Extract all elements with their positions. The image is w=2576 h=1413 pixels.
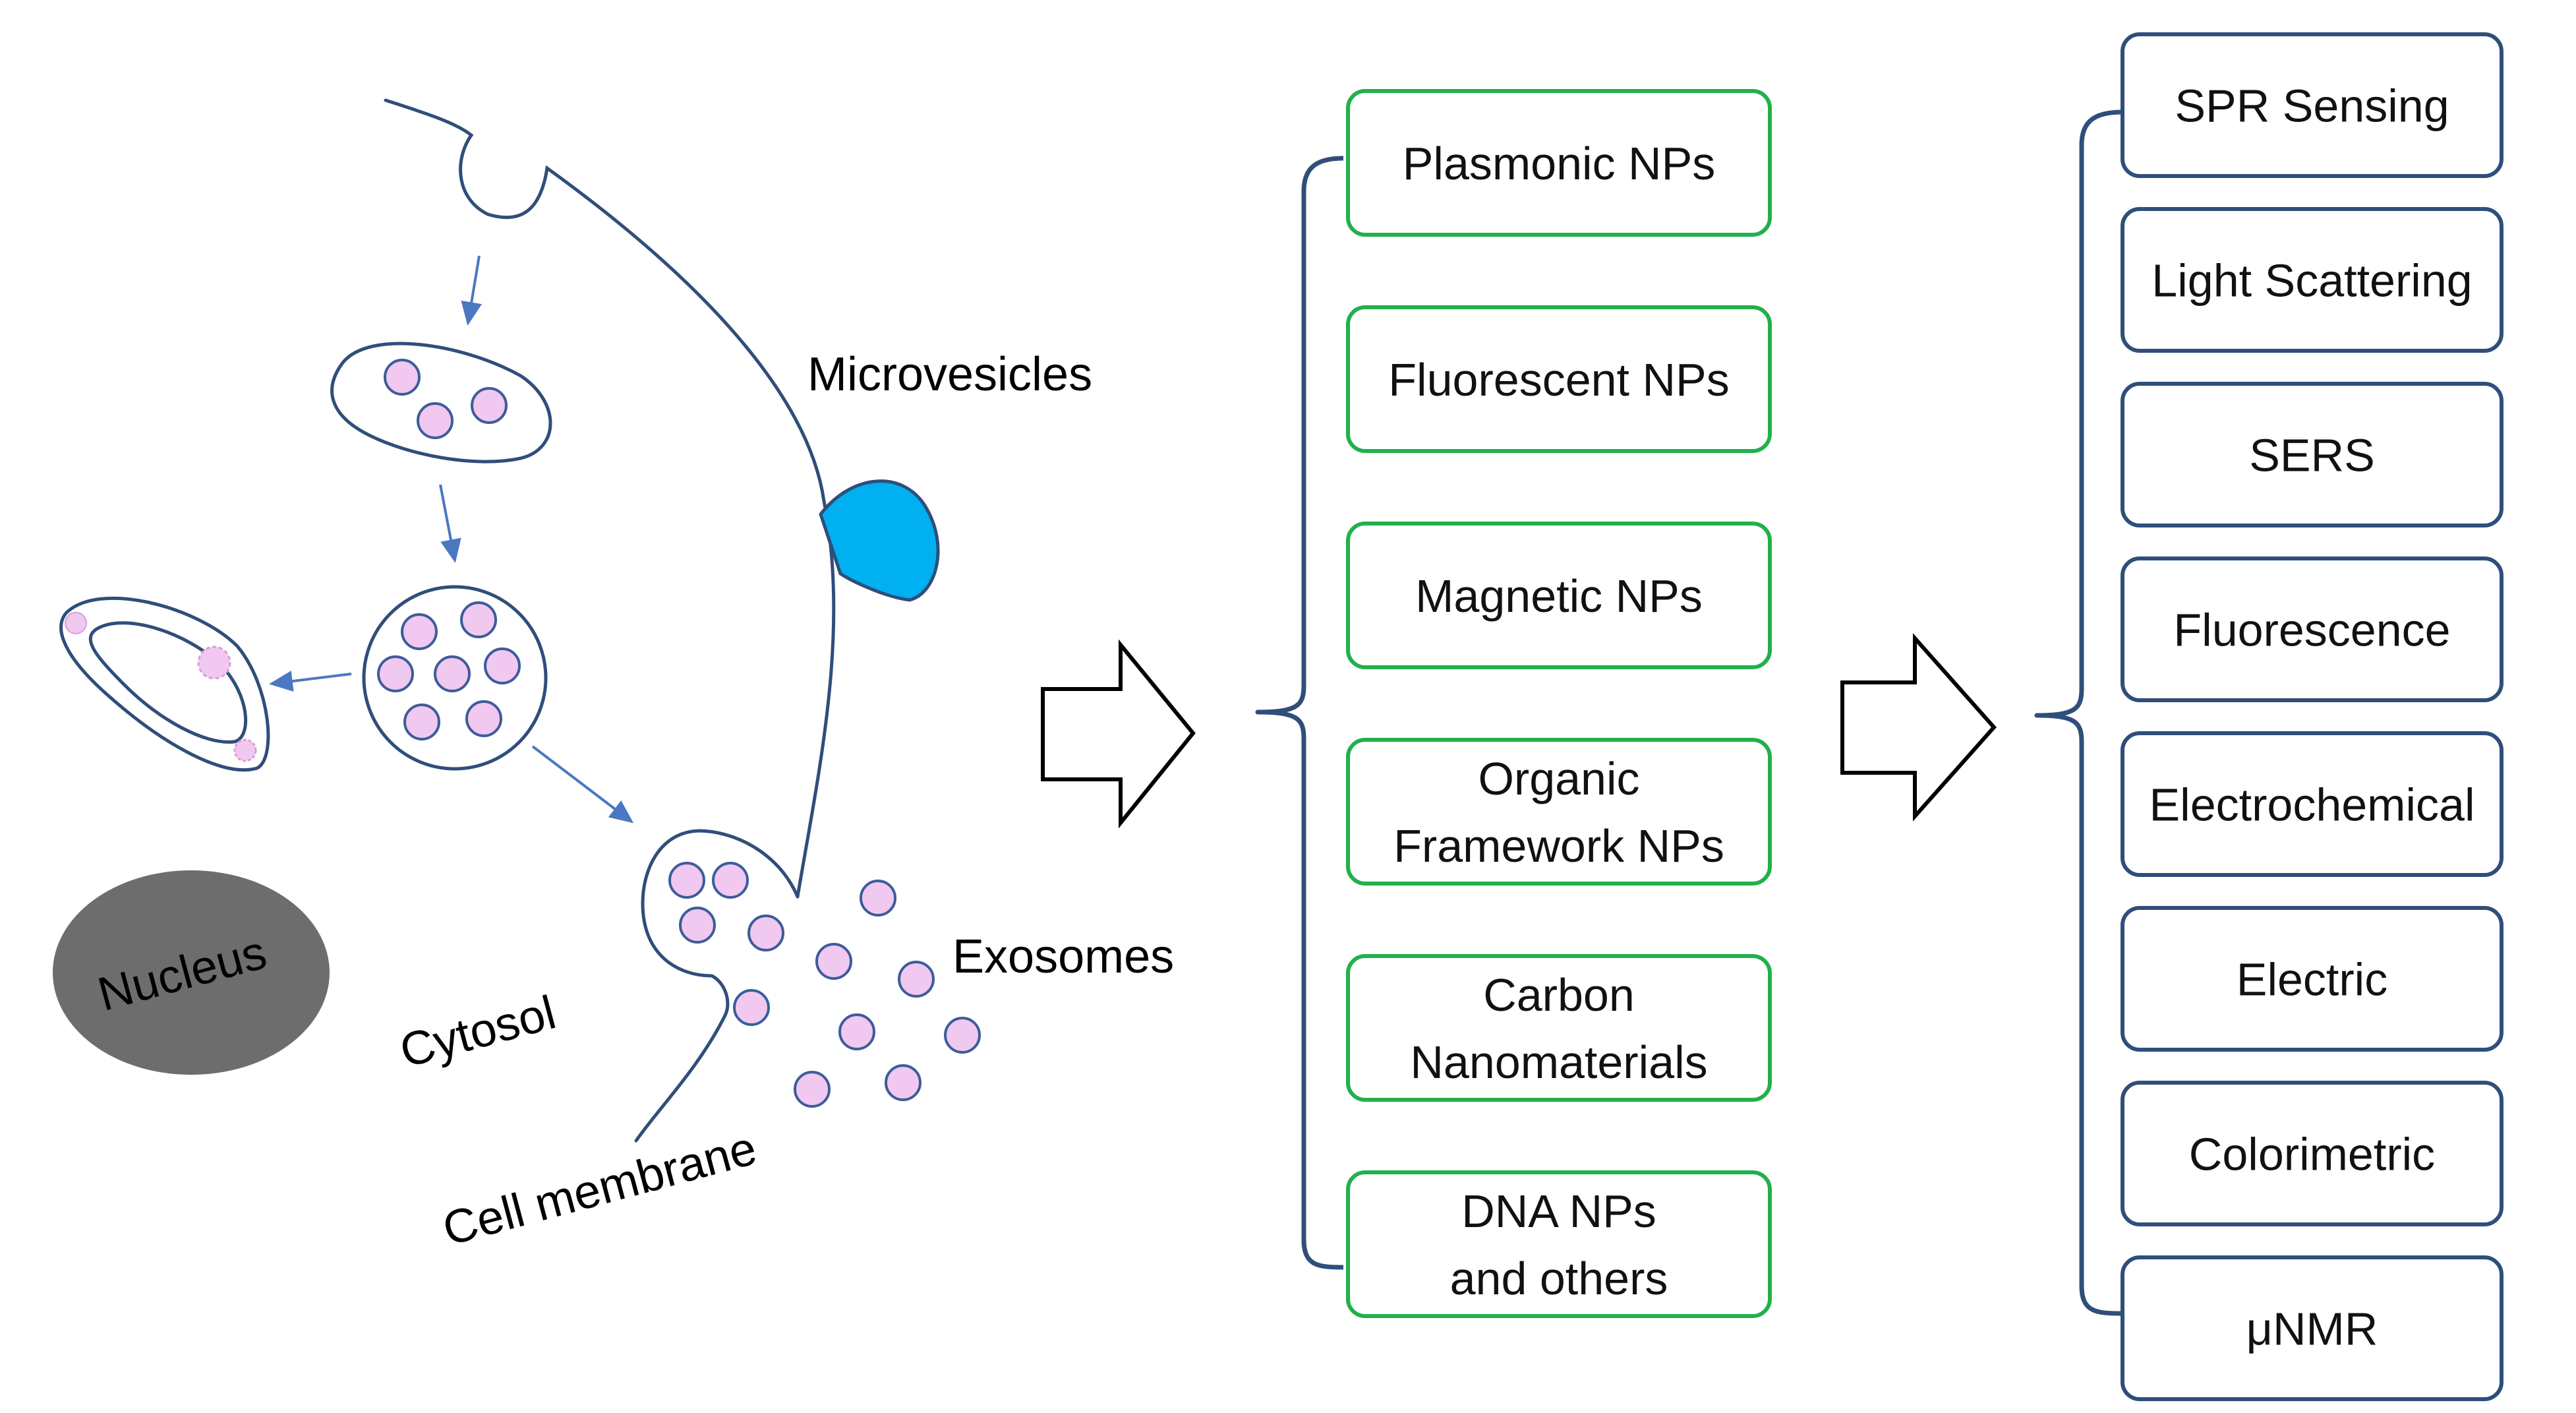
fusing-vesicle [712,862,749,899]
arrow-mvb-to-membrane [531,745,634,824]
detection-method-label: Electric [2237,954,2387,1006]
block-arrow-2 [1840,633,1997,822]
fusing-vesicle [668,862,705,899]
microvesicle-shape [819,479,940,602]
exosome [898,961,935,998]
lysosome-vesicle [197,646,231,680]
mvb-vesicle [377,655,414,692]
nanoparticle-border [1346,305,1772,453]
nanoparticle-border [1346,1170,1772,1318]
lysosome-vesicle [233,738,257,762]
detection-method-border [2121,1081,2503,1226]
detection-method-border [2121,207,2503,353]
exosomes-label: Exosomes [952,930,1174,983]
detection-method-border [2121,731,2503,877]
fusing-vesicle [679,907,716,944]
nanoparticle-label: Framework NPs [1393,820,1724,872]
detection-method-box: Electrochemical [2121,731,2503,877]
exosome [733,989,770,1026]
arrow-membrane-to-endosome [461,255,483,326]
exosome [944,1017,981,1054]
mvb-vesicle [460,601,497,638]
arrow-endosome-to-mvb [439,484,461,563]
exosome [885,1064,922,1101]
mvb-vesicle [434,655,471,692]
detection-method-label: μNMR [2246,1304,2378,1355]
exosome [838,1013,875,1050]
nanoparticle-label: and others [1450,1253,1668,1304]
arrow-mvb-to-lysosome [269,671,352,692]
detection-method-label: SPR Sensing [2175,80,2449,132]
endosome-vesicle [384,359,421,396]
detection-method-label: Electrochemical [2149,779,2474,831]
nanoparticle-label: DNA NPs [1461,1186,1656,1237]
nanoparticle-label: Organic [1478,753,1639,804]
endosome-vesicle [417,402,454,439]
cell-membrane-lower [634,1013,727,1143]
endosome-vesicle [471,387,508,424]
brace-nanoparticles [1255,156,1344,1270]
detection-method-label: Colorimetric [2189,1129,2435,1180]
mvb-vesicle [465,700,502,737]
detection-method-box: SERS [2121,382,2503,527]
detection-method-border [2121,32,2503,178]
nucleus-shape [53,870,330,1075]
mvb-vesicle [401,613,438,650]
nanoparticle-label: Magnetic NPs [1415,570,1703,622]
nanoparticle-border [1346,522,1772,669]
detection-method-border [2121,556,2503,702]
nanoparticle-label: Nanomaterials [1410,1037,1707,1088]
lysosome-outer [59,596,270,772]
microvesicles-label: Microvesicles [807,348,1092,401]
nanoparticle-label: Fluorescent NPs [1388,354,1729,406]
detection-method-label: Fluorescence [2173,605,2450,656]
detection-method-box: Fluorescence [2121,556,2503,702]
cytosol-label: Cytosol [395,986,562,1077]
nanoparticle-border [1346,89,1772,237]
detection-method-box: Electric [2121,906,2503,1052]
cell-illustration: Nucleus Microvesicles Exosomes Cytosol C… [53,98,1174,1256]
detection-method-label: Light Scattering [2152,255,2472,307]
mvb-vesicle [403,704,440,740]
exosome [860,880,896,917]
cell-membrane-upper [384,98,836,899]
exosome [815,943,852,980]
nanoparticle-border [1346,738,1772,886]
nanoparticle-box: Magnetic NPs [1346,522,1772,669]
detection-method-label: SERS [2249,430,2375,481]
detection-method-border [2121,906,2503,1052]
nanoparticle-box: Plasmonic NPs [1346,89,1772,237]
detection-method-box: μNMR [2121,1255,2503,1401]
lysosome-vesicle [65,612,87,634]
fusing-vesicle [747,915,784,951]
brace-detection-methods [2034,109,2123,1316]
nanoparticle-border [1346,954,1772,1102]
cell-membrane-label: Cell membrane [438,1122,762,1256]
detection-method-border [2121,1255,2503,1401]
detection-method-box: Colorimetric [2121,1081,2503,1226]
cell-membrane-bud [641,829,800,1017]
nanoparticle-label: Carbon [1483,969,1635,1021]
detection-method-border [2121,382,2503,527]
detection-method-box: Light Scattering [2121,207,2503,353]
nanoparticle-box: DNA NPs and others [1346,1170,1772,1318]
detection-method-box: SPR Sensing [2121,32,2503,178]
nanoparticle-label: Plasmonic NPs [1403,138,1716,189]
multivesicular-body [362,585,548,771]
block-arrow-1 [1041,639,1196,829]
early-endosome [330,342,552,464]
mvb-vesicle [484,647,521,684]
lysosome-inner [88,621,248,744]
exosome [794,1071,831,1108]
nanoparticle-box: Fluorescent NPs [1346,305,1772,453]
